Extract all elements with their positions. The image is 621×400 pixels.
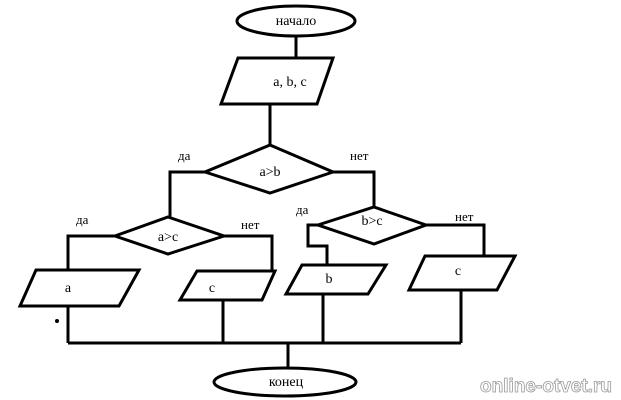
start-terminal: начало [235,4,357,38]
label-no-bc: нет [455,209,474,224]
decision-ac: a>c [110,215,229,256]
label-yes-ab: да [178,148,191,163]
decision-ab: a>b [200,143,338,195]
start-label: начало [276,14,317,29]
output-a: a [17,268,142,308]
connector-ab-no [333,170,376,208]
connector-ac-yes [66,234,115,270]
output-c-right-label: c [455,264,461,279]
connector-ac-no [224,234,274,271]
output-c-right: c [406,254,518,292]
label-no-ac: нет [241,217,260,232]
end-terminal: конец [212,366,358,398]
input-label: a, b, c [273,75,306,90]
label-no-ab: нет [350,148,369,163]
flow-connectors [66,34,486,369]
output-b-label: b [326,272,333,287]
connector-bc-yes [306,223,329,265]
output-c-left-label: c [209,281,215,296]
decision-bc-label: b>c [361,214,382,229]
input-block: a, b, c [218,56,336,106]
output-a-label: a [65,281,72,296]
connector-bc-no [426,223,486,256]
label-yes-ac: да [76,212,89,227]
output-c-left: c [177,269,278,302]
connector-ab-yes [168,170,205,225]
decision-bc: b>c [313,205,431,246]
label-yes-bc: да [296,202,309,217]
watermark-text: online-otvet.ru [480,376,612,397]
decision-ab-label: a>b [259,165,280,180]
end-label: конец [269,375,304,390]
stray-dot [55,319,59,323]
decision-ac-label: a>c [158,230,178,245]
output-b: b [283,263,389,296]
